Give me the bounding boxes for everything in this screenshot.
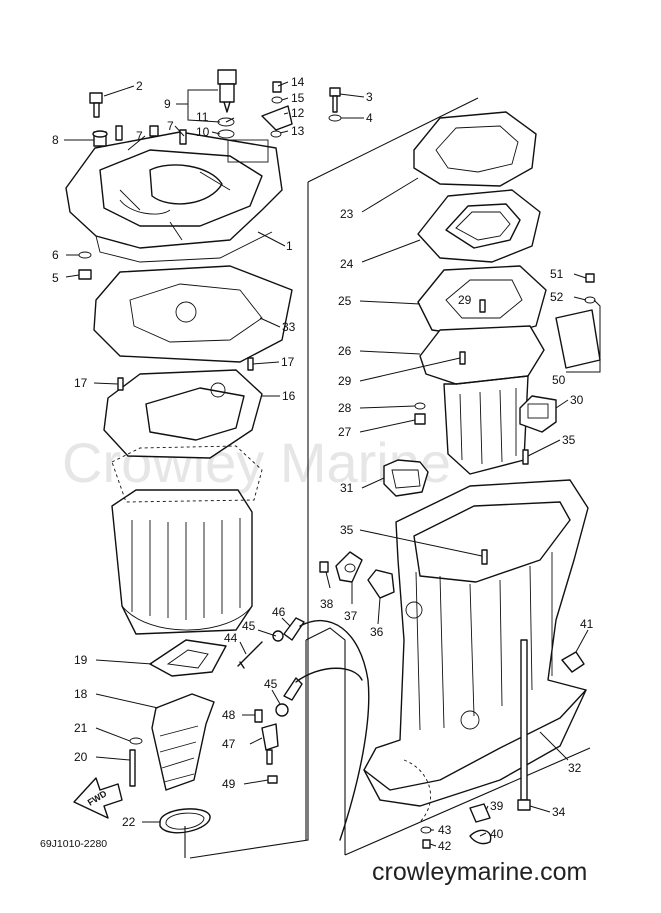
- gasket-33: [93, 265, 293, 363]
- callout-35a: 35: [562, 433, 576, 447]
- oil-pan-assembly: [111, 445, 263, 635]
- callout-3: 3: [366, 90, 373, 104]
- pin-35-41: [481, 449, 585, 673]
- diagram-code: 69J1010-2280: [40, 838, 107, 850]
- callout-29b: 29: [338, 374, 352, 388]
- callout-28: 28: [338, 401, 352, 415]
- callout-42: 42: [438, 839, 452, 853]
- callout-44: 44: [224, 631, 238, 645]
- callout-24: 24: [340, 257, 354, 271]
- callout-11: 11: [196, 110, 209, 124]
- dowel-pins-7: [115, 125, 187, 145]
- callout-16: 16: [282, 389, 296, 403]
- callout-40: 40: [490, 827, 504, 841]
- callout-25: 25: [338, 294, 352, 308]
- callout-17b: 17: [74, 376, 88, 390]
- callout-52: 52: [550, 290, 564, 304]
- gasket-23: [413, 111, 537, 187]
- leader-lines: [64, 81, 601, 847]
- drain-39-43: [420, 803, 492, 849]
- callout-21: 21: [74, 721, 88, 735]
- callout-45a: 45: [242, 619, 256, 633]
- callout-43: 43: [438, 823, 452, 837]
- callout-17a: 17: [281, 355, 295, 369]
- gasket-19: [149, 639, 227, 677]
- seal-31: [383, 459, 429, 497]
- callout-1: 1: [286, 239, 293, 253]
- callout-36: 36: [370, 625, 384, 639]
- frame-lines: [184, 97, 591, 859]
- callout-18: 18: [74, 687, 88, 701]
- callout-27: 27: [338, 425, 352, 439]
- callout-48: 48: [222, 708, 236, 722]
- callout-7b: 7: [167, 119, 174, 133]
- plate-24: [417, 189, 541, 263]
- callout-51: 51: [550, 267, 564, 281]
- callout-8: 8: [52, 133, 59, 147]
- exhaust-manifold-25-26-29: [417, 265, 547, 475]
- bolt-2: [89, 92, 103, 118]
- plug-8: [92, 130, 108, 147]
- callout-41: 41: [580, 617, 594, 631]
- fitting-44-45: [237, 630, 363, 717]
- bolt-34: [517, 639, 531, 811]
- callout-26: 26: [338, 344, 352, 358]
- fwd-arrow: FWD: [73, 777, 123, 819]
- upper-case-32: [363, 479, 589, 823]
- callout-33: 33: [282, 320, 296, 334]
- callout-29a: 29: [458, 293, 472, 307]
- callout-19: 19: [74, 653, 88, 667]
- sensor-9: [217, 69, 237, 139]
- callout-34: 34: [552, 805, 566, 819]
- callout-23: 23: [340, 207, 354, 221]
- bolt-washer-27-28: [414, 402, 426, 425]
- callout-39: 39: [490, 799, 504, 813]
- callout-49: 49: [222, 777, 236, 791]
- upper-casing-1: [65, 131, 283, 263]
- bracket-47-48-49: [254, 709, 279, 784]
- callout-47: 47: [222, 737, 236, 751]
- callout-31: 31: [340, 481, 354, 495]
- callout-labels: 1 2 3 4 5 6 7 7 8 9 10 11 12 13 14 15 16…: [52, 75, 594, 853]
- callout-20: 20: [74, 750, 88, 764]
- callout-50: 50: [552, 373, 566, 387]
- callout-45b: 45: [264, 677, 278, 691]
- callout-13: 13: [291, 124, 305, 138]
- callout-10: 10: [196, 125, 210, 139]
- callout-14: 14: [291, 75, 305, 89]
- seal-grommet-36-37-38: [319, 551, 395, 599]
- muffler-18: [129, 693, 215, 791]
- plate-50: [555, 273, 601, 369]
- bolt-washer-5-6: [78, 251, 92, 280]
- callout-9: 9: [164, 97, 171, 111]
- callout-46: 46: [272, 605, 286, 619]
- exhaust-guide-16: [103, 357, 263, 459]
- callout-5: 5: [52, 271, 59, 285]
- bracket-12: [261, 81, 293, 138]
- callout-2: 2: [136, 79, 143, 93]
- callout-15: 15: [291, 91, 305, 105]
- callout-12: 12: [291, 106, 305, 120]
- callout-4: 4: [366, 111, 373, 125]
- seal-22: [159, 808, 211, 834]
- hose-46: [283, 617, 370, 841]
- bolt-3: [328, 87, 342, 122]
- callout-38: 38: [320, 597, 334, 611]
- callout-32: 32: [568, 761, 582, 775]
- callout-6: 6: [52, 248, 59, 262]
- callout-35b: 35: [340, 523, 354, 537]
- seal-30: [519, 395, 557, 433]
- callout-30: 30: [570, 393, 584, 407]
- callout-22: 22: [122, 815, 136, 829]
- callout-37: 37: [344, 609, 358, 623]
- callout-7a: 7: [136, 129, 143, 143]
- site-url: crowleymarine.com: [372, 858, 587, 886]
